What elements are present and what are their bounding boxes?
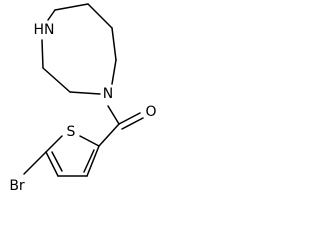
bond-c5-br — [23, 151, 47, 175]
bond-thio-c4-c5-inner — [51, 151, 63, 172]
bond-ring-c2-c3 — [87, 3, 113, 29]
bond-ring-c3-c4 — [111, 27, 117, 61]
atom-label-n: N — [103, 86, 113, 102]
molecule-diagram: HN N O S Br — [9, 3, 157, 194]
bond-ring-c6-nh — [41, 39, 44, 69]
atom-label-br: Br — [9, 178, 25, 194]
bond-thio-c5-s — [45, 135, 63, 153]
bond-ring-n-c5 — [69, 91, 101, 95]
amide-group — [98, 105, 144, 147]
bond-ring-c5-c6 — [42, 67, 71, 93]
bond-n-carbonyl — [107, 105, 120, 125]
bond-carbonyl-thiophene — [98, 123, 120, 147]
bond-ring-c1-c2 — [54, 3, 89, 11]
atom-label-s: S — [67, 124, 76, 140]
bond-carbonyl-o-1 — [118, 112, 141, 125]
bond-ring-nh-c1 — [47, 9, 56, 21]
bond-thio-c2-c3 — [86, 145, 100, 177]
bond-thio-s-c2 — [79, 135, 100, 147]
thiophene-ring — [23, 135, 100, 177]
bond-carbonyl-o-2 — [121, 117, 144, 130]
atom-label-nh: HN — [34, 22, 55, 38]
diazepane-ring — [41, 3, 117, 95]
bond-ring-c4-n — [111, 59, 117, 85]
atom-label-o: O — [145, 104, 156, 120]
bond-thio-c4-c5 — [45, 151, 59, 177]
bond-thio-c2-c3-inner — [83, 149, 95, 173]
